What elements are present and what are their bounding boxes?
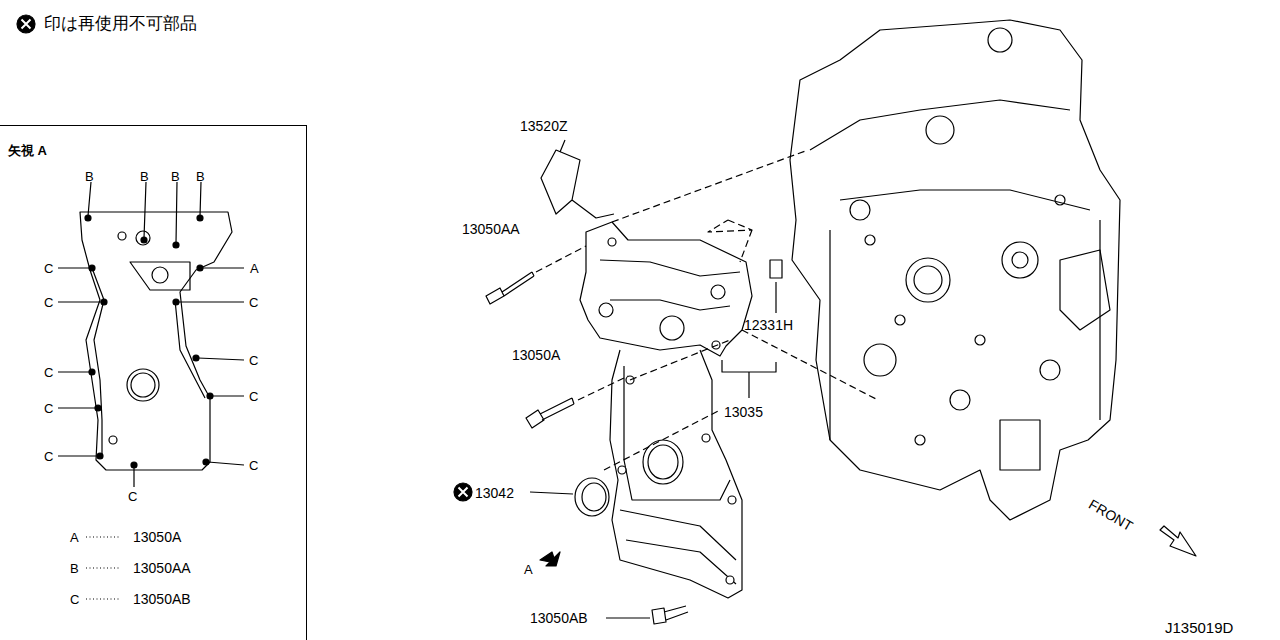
part-number: 13520Z (520, 119, 567, 133)
view-callout: C (249, 459, 258, 472)
key-letter: C (70, 593, 79, 606)
part-number: 13050AA (462, 222, 520, 236)
key-letter: A (70, 531, 79, 544)
direction-label: FRONT (1087, 497, 1136, 533)
view-callout: B (85, 170, 94, 183)
part-number: 13050A (512, 348, 560, 362)
part-number: 13050AB (530, 611, 588, 625)
diagram-code: J135019D (1165, 620, 1233, 635)
key-letter: B (70, 562, 79, 575)
part-number: 13035 (724, 405, 763, 419)
part-number: 13042 (475, 486, 514, 500)
view-callout: C (249, 390, 258, 403)
part-number: 13050A (133, 530, 181, 544)
note-text: 印は再使用不可部品 (44, 15, 197, 32)
view-callout: A (250, 262, 259, 275)
view-title: 矢視 A (8, 144, 47, 157)
view-callout: B (171, 170, 180, 183)
view-callout: C (44, 262, 53, 275)
view-callout: C (44, 402, 53, 415)
view-callout: B (140, 170, 149, 183)
view-callout: C (44, 366, 53, 379)
part-number: 12331H (744, 318, 793, 332)
part-number: 13050AB (133, 592, 191, 606)
view-callout: A (524, 563, 533, 576)
view-callout: C (249, 296, 258, 309)
view-callout: B (196, 170, 205, 183)
part-number: 13050AA (133, 561, 191, 575)
view-callout: C (249, 354, 258, 367)
view-callout: C (128, 490, 137, 503)
view-callout: C (44, 296, 53, 309)
view-callout: C (44, 450, 53, 463)
